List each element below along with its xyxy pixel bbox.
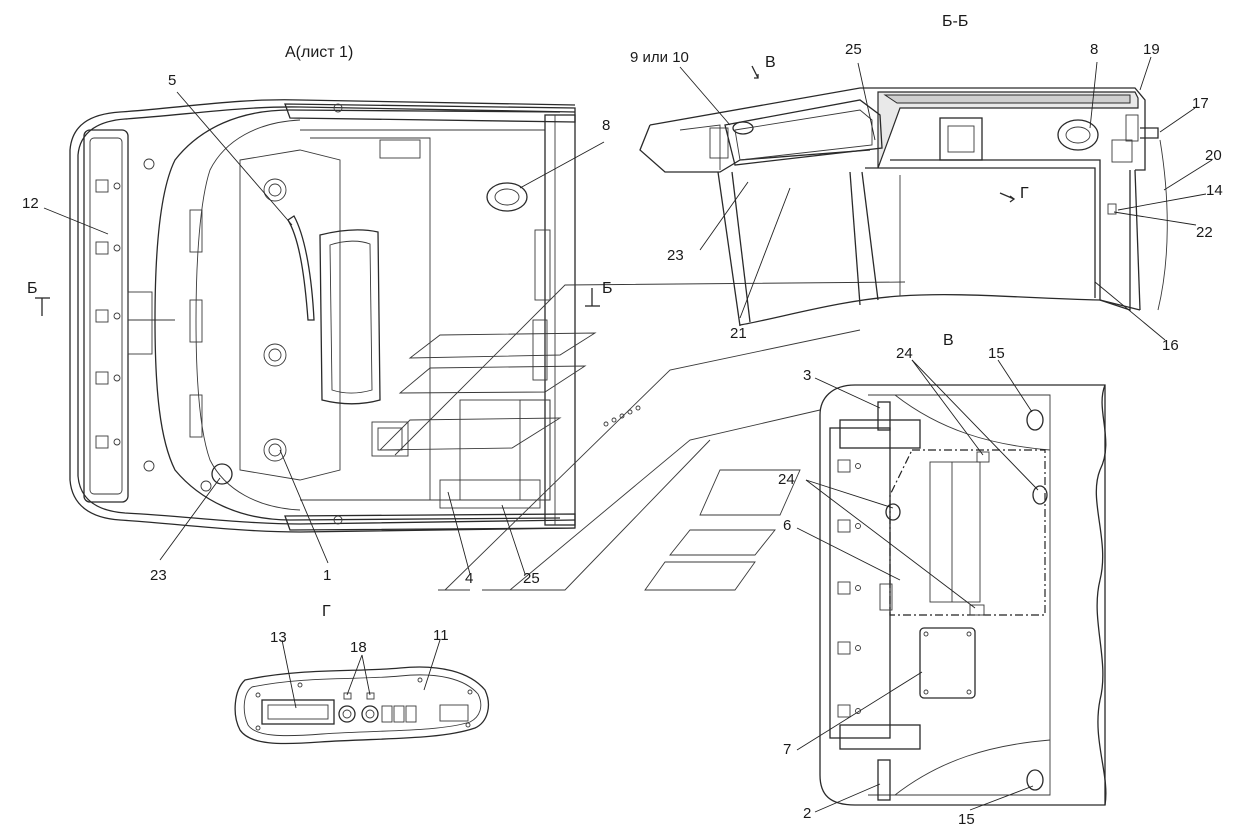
callout-16: 16 — [1162, 337, 1179, 354]
callout-2: 2 — [803, 805, 811, 822]
view-v-leaders — [796, 359, 1039, 813]
callout-1: 1 — [323, 567, 331, 584]
callout-24-top: 24 — [896, 345, 913, 362]
callout-19: 19 — [1143, 41, 1160, 58]
callout-23-section: 23 — [667, 247, 684, 264]
callout-17: 17 — [1192, 95, 1209, 112]
callout-15-top: 15 — [988, 345, 1005, 362]
callout-21: 21 — [730, 325, 747, 342]
callout-6: 6 — [783, 517, 791, 534]
direction-g-label: Г — [1020, 185, 1029, 202]
cut-mark-right: Б — [602, 280, 613, 297]
view-g-title: Г — [322, 603, 331, 620]
section-bb — [639, 65, 1168, 327]
section-bb-leaders — [679, 56, 1213, 341]
view-v — [819, 384, 1107, 806]
view-v-title: В — [943, 332, 954, 349]
view-a-title: А(лист 1) — [285, 44, 353, 61]
callout-3: 3 — [803, 367, 811, 384]
callout-20: 20 — [1205, 147, 1222, 164]
callout-4: 4 — [465, 570, 473, 587]
callout-15-bottom: 15 — [958, 811, 975, 828]
callout-8-section: 8 — [1090, 41, 1098, 58]
view-a-leaders — [43, 91, 605, 575]
view-g-console — [234, 639, 489, 745]
projection-strips — [378, 281, 906, 591]
view-titles: А(лист 1) Б-Б В Г В Г Б Б — [27, 13, 1029, 620]
callout-14: 14 — [1206, 182, 1223, 199]
callout-23-view-a: 23 — [150, 567, 167, 584]
callout-7: 7 — [783, 741, 791, 758]
callout-13: 13 — [270, 629, 287, 646]
callout-12: 12 — [22, 195, 39, 212]
callout-24-middle: 24 — [778, 471, 795, 488]
callout-numbers: 1 2 3 4 5 6 7 8 8 9 или 10 11 12 13 14 1… — [22, 41, 1223, 828]
callout-8-view-a: 8 — [602, 117, 610, 134]
direction-v-label: В — [765, 54, 776, 71]
callout-18: 18 — [350, 639, 367, 656]
callout-25-section: 25 — [845, 41, 862, 58]
callout-22: 22 — [1196, 224, 1213, 241]
callout-9-or-10: 9 или 10 — [630, 49, 689, 66]
view-a-roof — [35, 99, 600, 533]
callout-11: 11 — [433, 627, 449, 644]
cut-mark-left: Б — [27, 280, 38, 297]
callout-5: 5 — [168, 72, 176, 89]
callout-25-view-a: 25 — [523, 570, 540, 587]
section-bb-title: Б-Б — [942, 13, 968, 30]
